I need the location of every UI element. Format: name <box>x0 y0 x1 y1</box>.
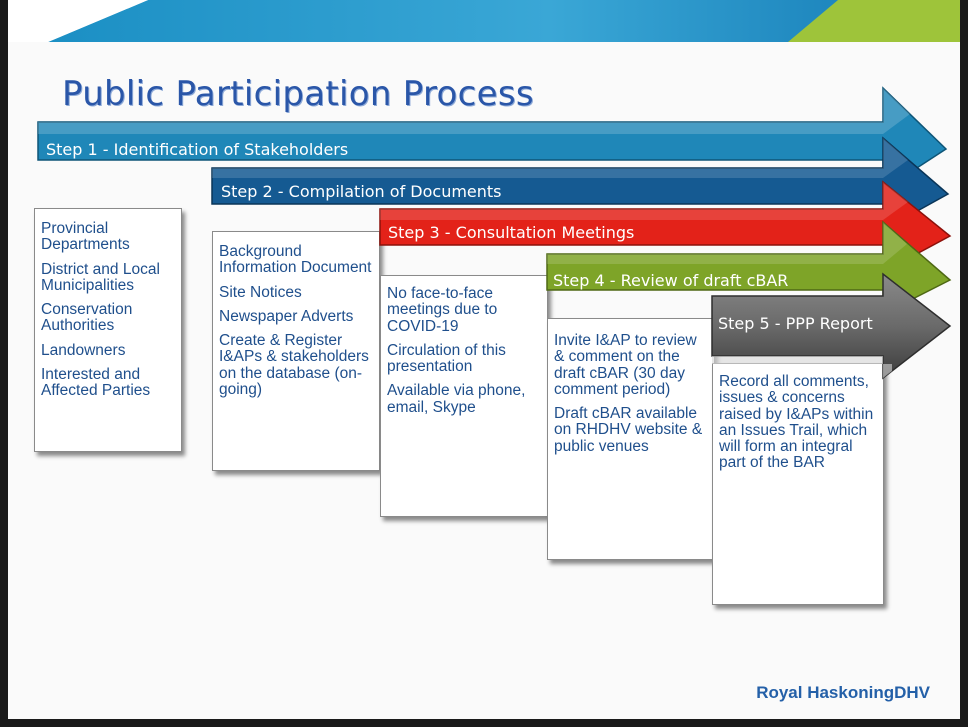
list-item: Conservation Authorities <box>41 301 133 335</box>
step-1-label: Step 1 - Identification of Stakeholders <box>46 140 349 159</box>
step-5-arrow <box>711 272 952 380</box>
step-4-label: Step 4 - Review of draft cBAR <box>553 271 789 290</box>
list-item: Circulation of this presentation <box>387 341 506 376</box>
list-item: Draft cBAR available on RHDHV website & … <box>554 405 703 455</box>
step-3-label: Step 3 - Consultation Meetings <box>388 223 635 242</box>
list-item: District and Local Municipalities <box>41 260 160 294</box>
list-item: Provincial Departments <box>41 220 130 254</box>
brand-logo-text: Royal HaskoningDHV <box>756 683 930 702</box>
step-2-label: Step 2 - Compilation of Documents <box>221 182 502 201</box>
header-band <box>8 0 960 42</box>
list-item: Newspaper Adverts <box>219 307 354 325</box>
step-5-details: Record all comments, issues & concerns r… <box>712 363 884 605</box>
step-1-details: Provincial Departments District and Loca… <box>34 208 182 452</box>
page-title: Public Participation Process <box>62 74 534 114</box>
list-item: No face-to-face meetings due to COVID-19 <box>387 285 498 335</box>
list-item: Available via phone, email, Skype <box>387 382 526 416</box>
list-item: Interested and Affected Parties <box>41 365 151 400</box>
slide: Public Participation Process Provincial … <box>8 0 960 719</box>
step-4-arrow <box>546 220 952 316</box>
step-5-label: Step 5 - PPP Report <box>718 314 873 333</box>
list-item: Record all comments, issues & concerns r… <box>719 373 874 472</box>
list-item: Create & Register I&APs & stakeholders o… <box>219 332 369 398</box>
step-4-details: Invite I&AP to review & comment on the d… <box>547 318 715 560</box>
list-item: Invite I&AP to review & comment on the d… <box>554 332 697 398</box>
list-item: Background Information Document <box>219 243 372 277</box>
step-3-details: No face-to-face meetings due to COVID-19… <box>380 275 548 517</box>
step-2-details: Background Information Document Site Not… <box>212 231 380 471</box>
list-item: Site Notices <box>219 283 302 301</box>
list-item: Landowners <box>41 341 126 359</box>
